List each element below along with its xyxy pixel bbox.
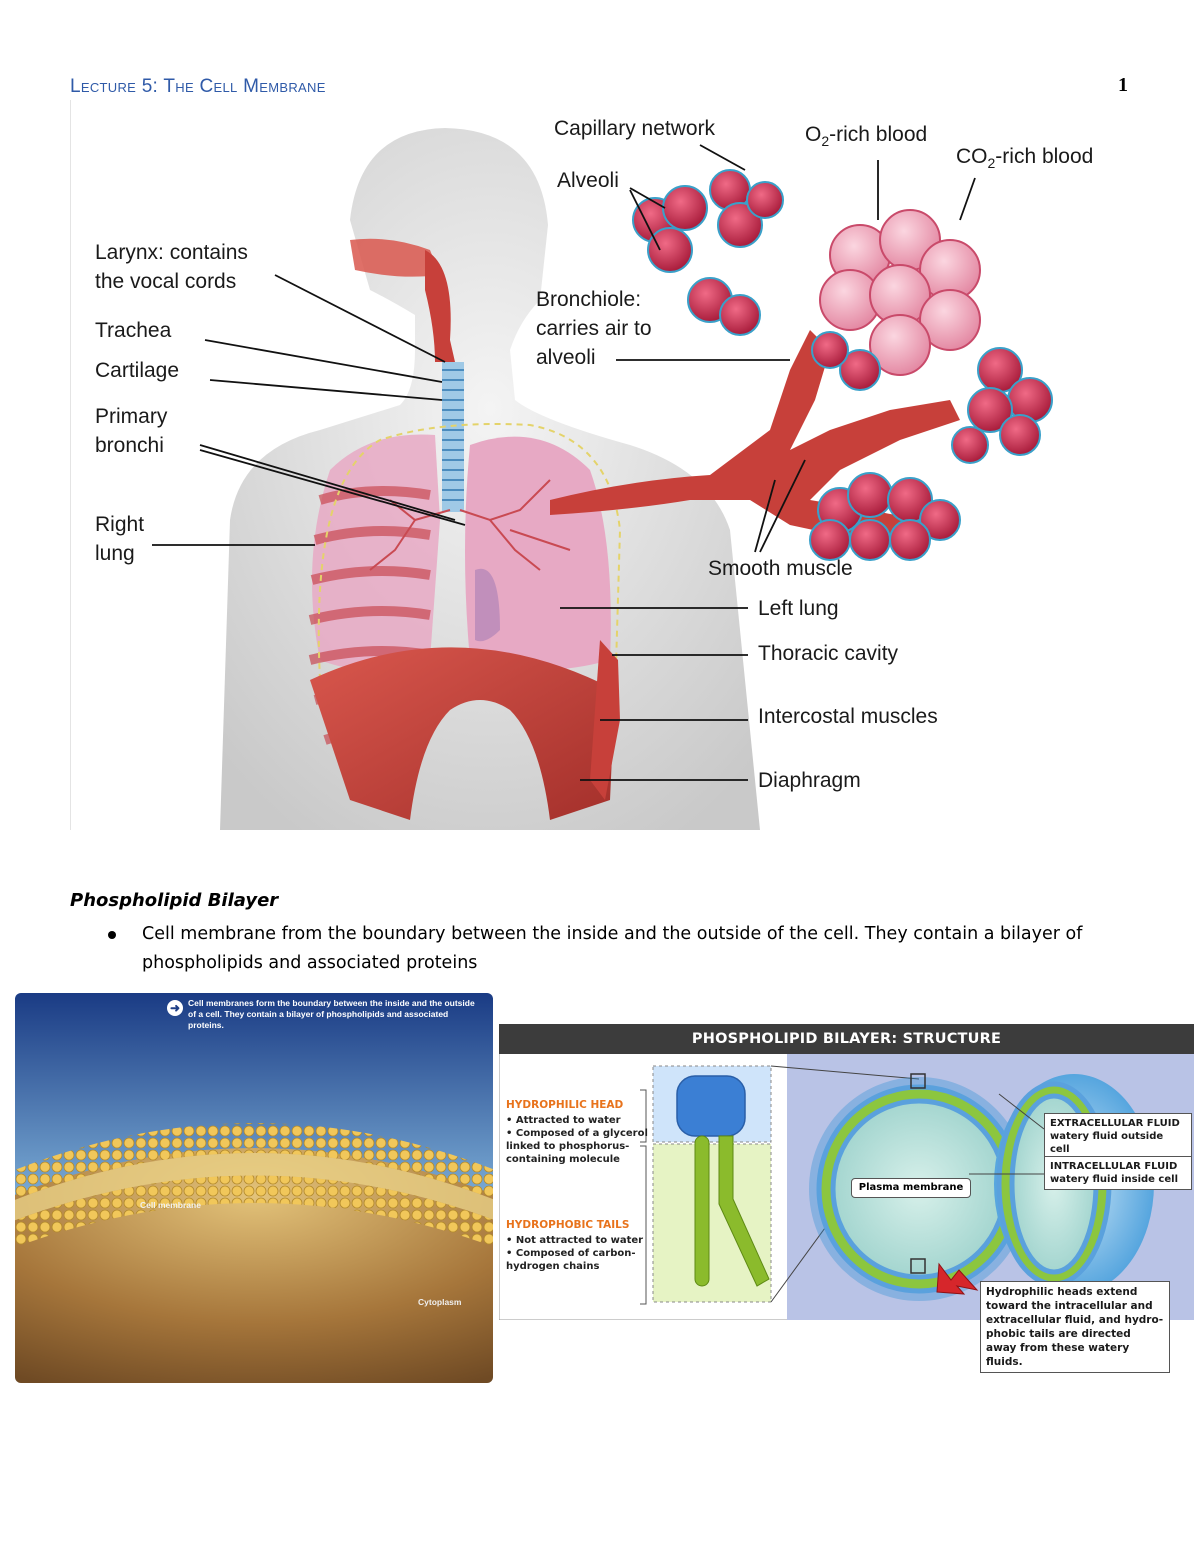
bullet-list: Cell membrane from the boundary between … bbox=[108, 920, 1118, 978]
hydrophilic-head-heading: HYDROPHILIC HEAD bbox=[506, 1099, 624, 1111]
alveoli-cluster-right bbox=[811, 331, 1053, 464]
label-alveoli: Alveoli bbox=[557, 169, 619, 192]
nasal-cavity bbox=[350, 238, 440, 277]
thoracic-cavity-outline bbox=[317, 423, 622, 701]
list-item: Attracted to water bbox=[506, 1114, 652, 1127]
alveoli-cluster-top bbox=[632, 169, 784, 336]
list-item: Composed of carbon-hydrogen chains bbox=[506, 1247, 652, 1273]
list-item: Not attracted to water bbox=[506, 1234, 652, 1247]
bullet-dot-icon bbox=[108, 931, 116, 939]
label-right-lung: Right lung bbox=[95, 513, 145, 565]
alveoli-cluster-bottom bbox=[809, 472, 961, 561]
label-left-lung: Left lung bbox=[758, 597, 839, 620]
list-item: Composed of a glycerol linked to phospho… bbox=[506, 1127, 652, 1166]
label-cytoplasm: Cytoplasm bbox=[418, 1297, 462, 1307]
cell-membrane-illustration bbox=[15, 993, 493, 1383]
right-lung bbox=[312, 434, 440, 670]
respiratory-illustration bbox=[152, 128, 1053, 830]
label-o2-rich-blood: O2-rich blood bbox=[805, 123, 928, 150]
extracellular-fluid-callout: EXTRACELLULAR FLUID watery fluid outside… bbox=[1044, 1113, 1192, 1160]
hydrophobic-tails-heading: HYDROPHOBIC TAILS bbox=[506, 1219, 630, 1231]
bronchiole-tube bbox=[550, 330, 960, 540]
plasma-membrane-label: Plasma membrane bbox=[851, 1178, 971, 1198]
photo-caption: Cell membranes form the boundary between… bbox=[188, 998, 475, 1030]
bilayer-diagram-title: PHOSPHOLIPID BILAYER: STRUCTURE bbox=[499, 1024, 1194, 1054]
leader-lines bbox=[152, 144, 976, 781]
label-diaphragm: Diaphragm bbox=[758, 769, 861, 792]
label-larynx: Larynx: contains the vocal cords bbox=[95, 241, 248, 293]
bronchial-tree bbox=[369, 479, 571, 571]
trachea-rings bbox=[442, 362, 464, 512]
hydrophilic-head-points: Attracted to water Composed of a glycero… bbox=[506, 1114, 652, 1166]
label-primary-bronchi: Primary bronchi bbox=[95, 405, 168, 457]
label-cartilage: Cartilage bbox=[95, 359, 180, 382]
page-number: 1 bbox=[1118, 74, 1128, 96]
label-bronchiole: Bronchiole: carries air to alveoli bbox=[536, 288, 652, 369]
extracellular-fluid-title: EXTRACELLULAR FLUID bbox=[1050, 1118, 1180, 1129]
label-thoracic-cavity: Thoracic cavity bbox=[758, 642, 899, 665]
diaphragm bbox=[310, 647, 615, 820]
arrow-right-icon: ➜ bbox=[167, 1000, 183, 1016]
hydrophobic-tails-points: Not attracted to water Composed of carbo… bbox=[506, 1234, 652, 1273]
label-intercostal-muscles: Intercostal muscles bbox=[758, 705, 938, 728]
figure-left-edge bbox=[70, 100, 71, 830]
intracellular-fluid-title: INTRACELLULAR FLUID bbox=[1050, 1161, 1178, 1172]
intracellular-fluid-callout: INTRACELLULAR FLUID watery fluid inside … bbox=[1044, 1156, 1192, 1190]
throat bbox=[425, 250, 455, 362]
bullet-text: Cell membrane from the boundary between … bbox=[142, 924, 1083, 973]
hydrophilic-note-callout: Hydrophilic heads extend toward the intr… bbox=[980, 1281, 1170, 1373]
cell-membrane-photo bbox=[15, 993, 493, 1383]
extracellular-fluid-desc: watery fluid outside cell bbox=[1050, 1131, 1164, 1155]
label-cell-membrane: Cell membrane bbox=[140, 1200, 201, 1210]
respiratory-system-figure: Larynx: contains the vocal cords Trachea… bbox=[70, 100, 1130, 830]
label-capillary-network: Capillary network bbox=[554, 117, 716, 140]
label-smooth-muscle: Smooth muscle bbox=[708, 557, 853, 580]
intracellular-fluid-desc: watery fluid inside cell bbox=[1050, 1174, 1178, 1185]
label-trachea: Trachea bbox=[95, 319, 172, 342]
page-header-title: Lecture 5: The Cell Membrane bbox=[70, 76, 326, 97]
alveoli-sac-pink bbox=[819, 209, 981, 376]
label-co2-rich-blood: CO2-rich blood bbox=[956, 145, 1094, 172]
list-item: Cell membrane from the boundary between … bbox=[108, 920, 1118, 978]
left-lung-lobe-shadow bbox=[475, 568, 500, 642]
section-heading: Phospholipid Bilayer bbox=[70, 890, 279, 911]
